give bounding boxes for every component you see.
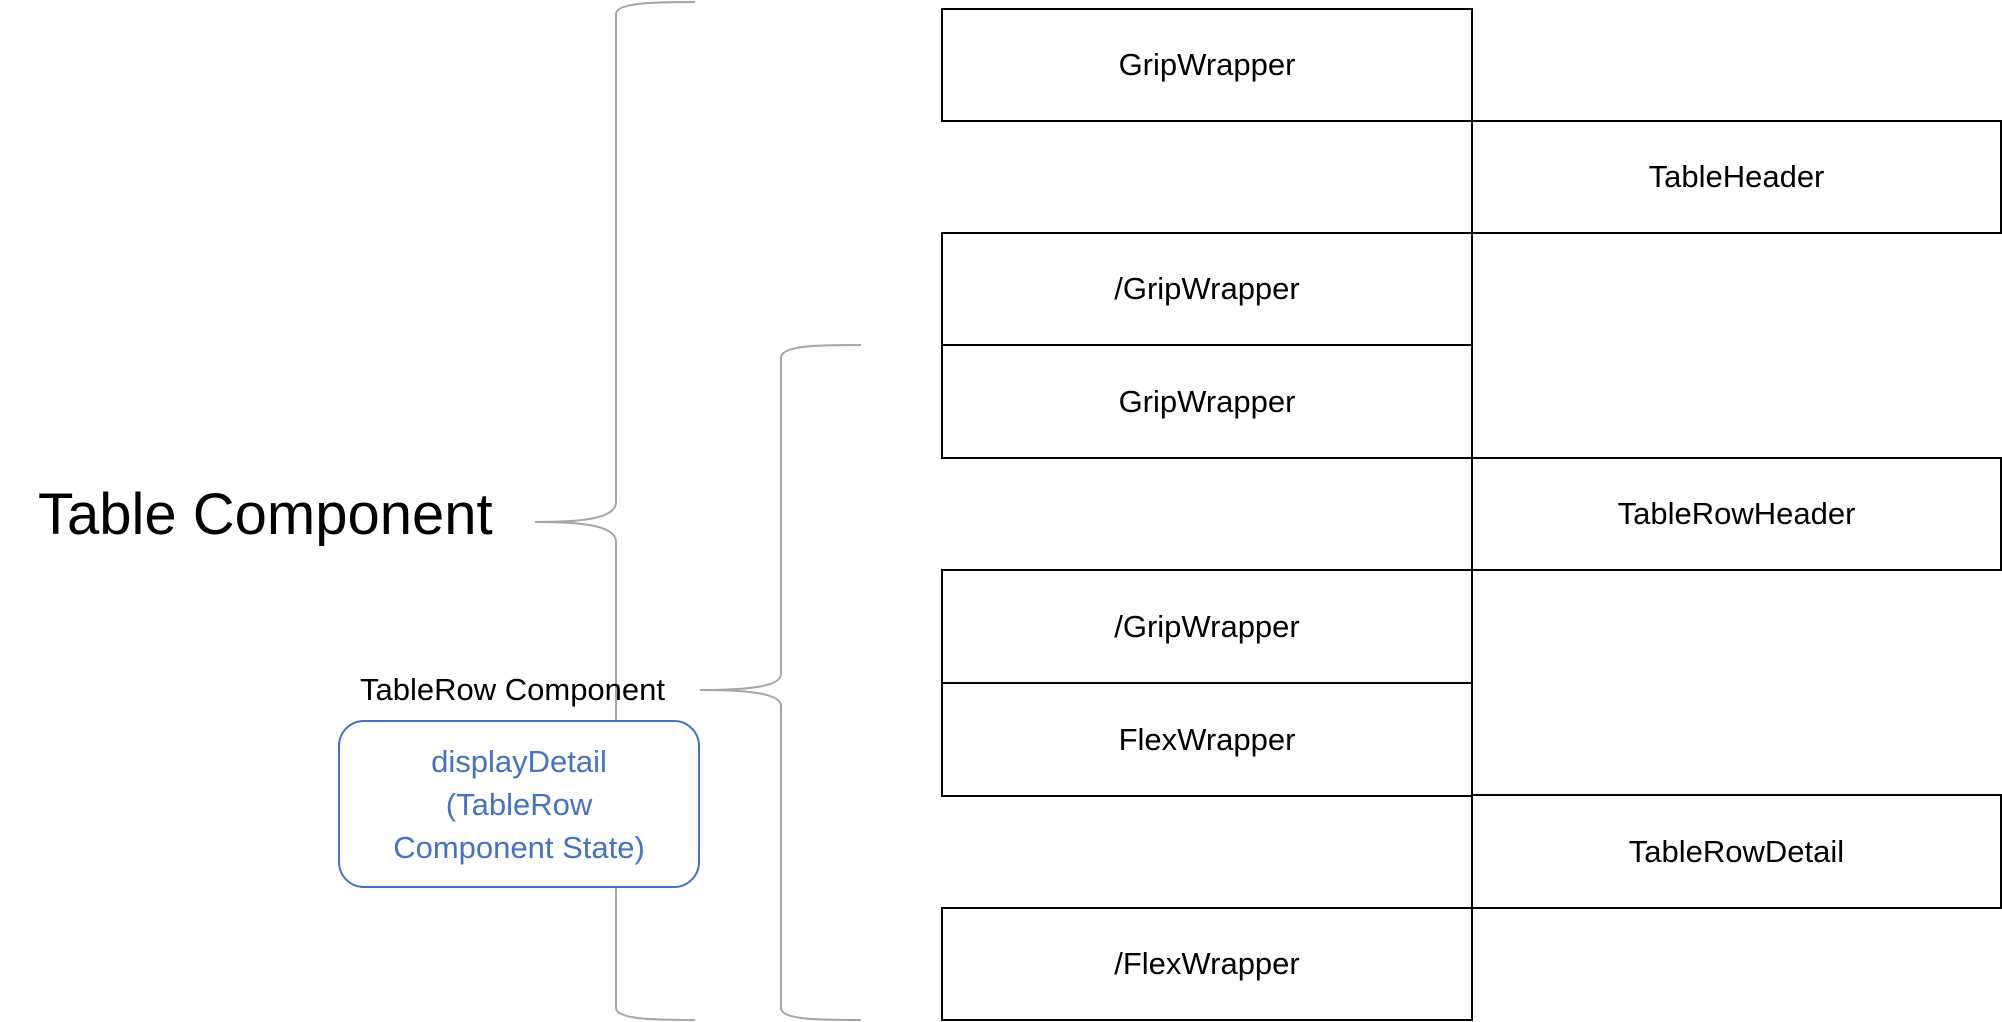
row-grip-wrapper-open-box: GripWrapper	[941, 344, 1473, 459]
row-grip-wrapper-open-label: GripWrapper	[1118, 383, 1296, 419]
table-row-detail-box: TableRowDetail	[1471, 794, 2002, 909]
flex-wrapper-close-box: /FlexWrapper	[941, 907, 1473, 1021]
display-detail-state-box: displayDetail (TableRow Component State)	[338, 720, 700, 888]
table-header-box: TableHeader	[1471, 120, 2002, 234]
table-component-label: Table Component	[38, 482, 493, 547]
grip-wrapper-close-box: /GripWrapper	[941, 232, 1473, 346]
table-row-component-label: TableRow Component	[360, 672, 666, 707]
state-box-line-2: (TableRow	[445, 786, 593, 822]
row-grip-wrapper-close-box: /GripWrapper	[941, 569, 1473, 684]
state-box-line-3: Component State)	[393, 829, 645, 865]
table-header-label: TableHeader	[1648, 159, 1825, 194]
grip-wrapper-open-box: GripWrapper	[941, 8, 1473, 122]
state-box-line-1: displayDetail	[431, 743, 607, 779]
flex-wrapper-open-box: FlexWrapper	[941, 682, 1473, 797]
row-grip-wrapper-close-label: /GripWrapper	[1114, 608, 1300, 644]
table-component-brace	[534, 1, 696, 1021]
flex-wrapper-open-label: FlexWrapper	[1118, 721, 1296, 757]
grip-wrapper-close-label: /GripWrapper	[1114, 271, 1300, 306]
flex-wrapper-close-label: /FlexWrapper	[1114, 946, 1300, 981]
table-row-detail-label: TableRowDetail	[1628, 833, 1845, 869]
grip-wrapper-open-label: GripWrapper	[1118, 47, 1296, 82]
table-row-header-label: TableRowHeader	[1617, 496, 1856, 531]
table-row-component-brace	[699, 344, 862, 1021]
table-row-header-box: TableRowHeader	[1471, 457, 2002, 571]
